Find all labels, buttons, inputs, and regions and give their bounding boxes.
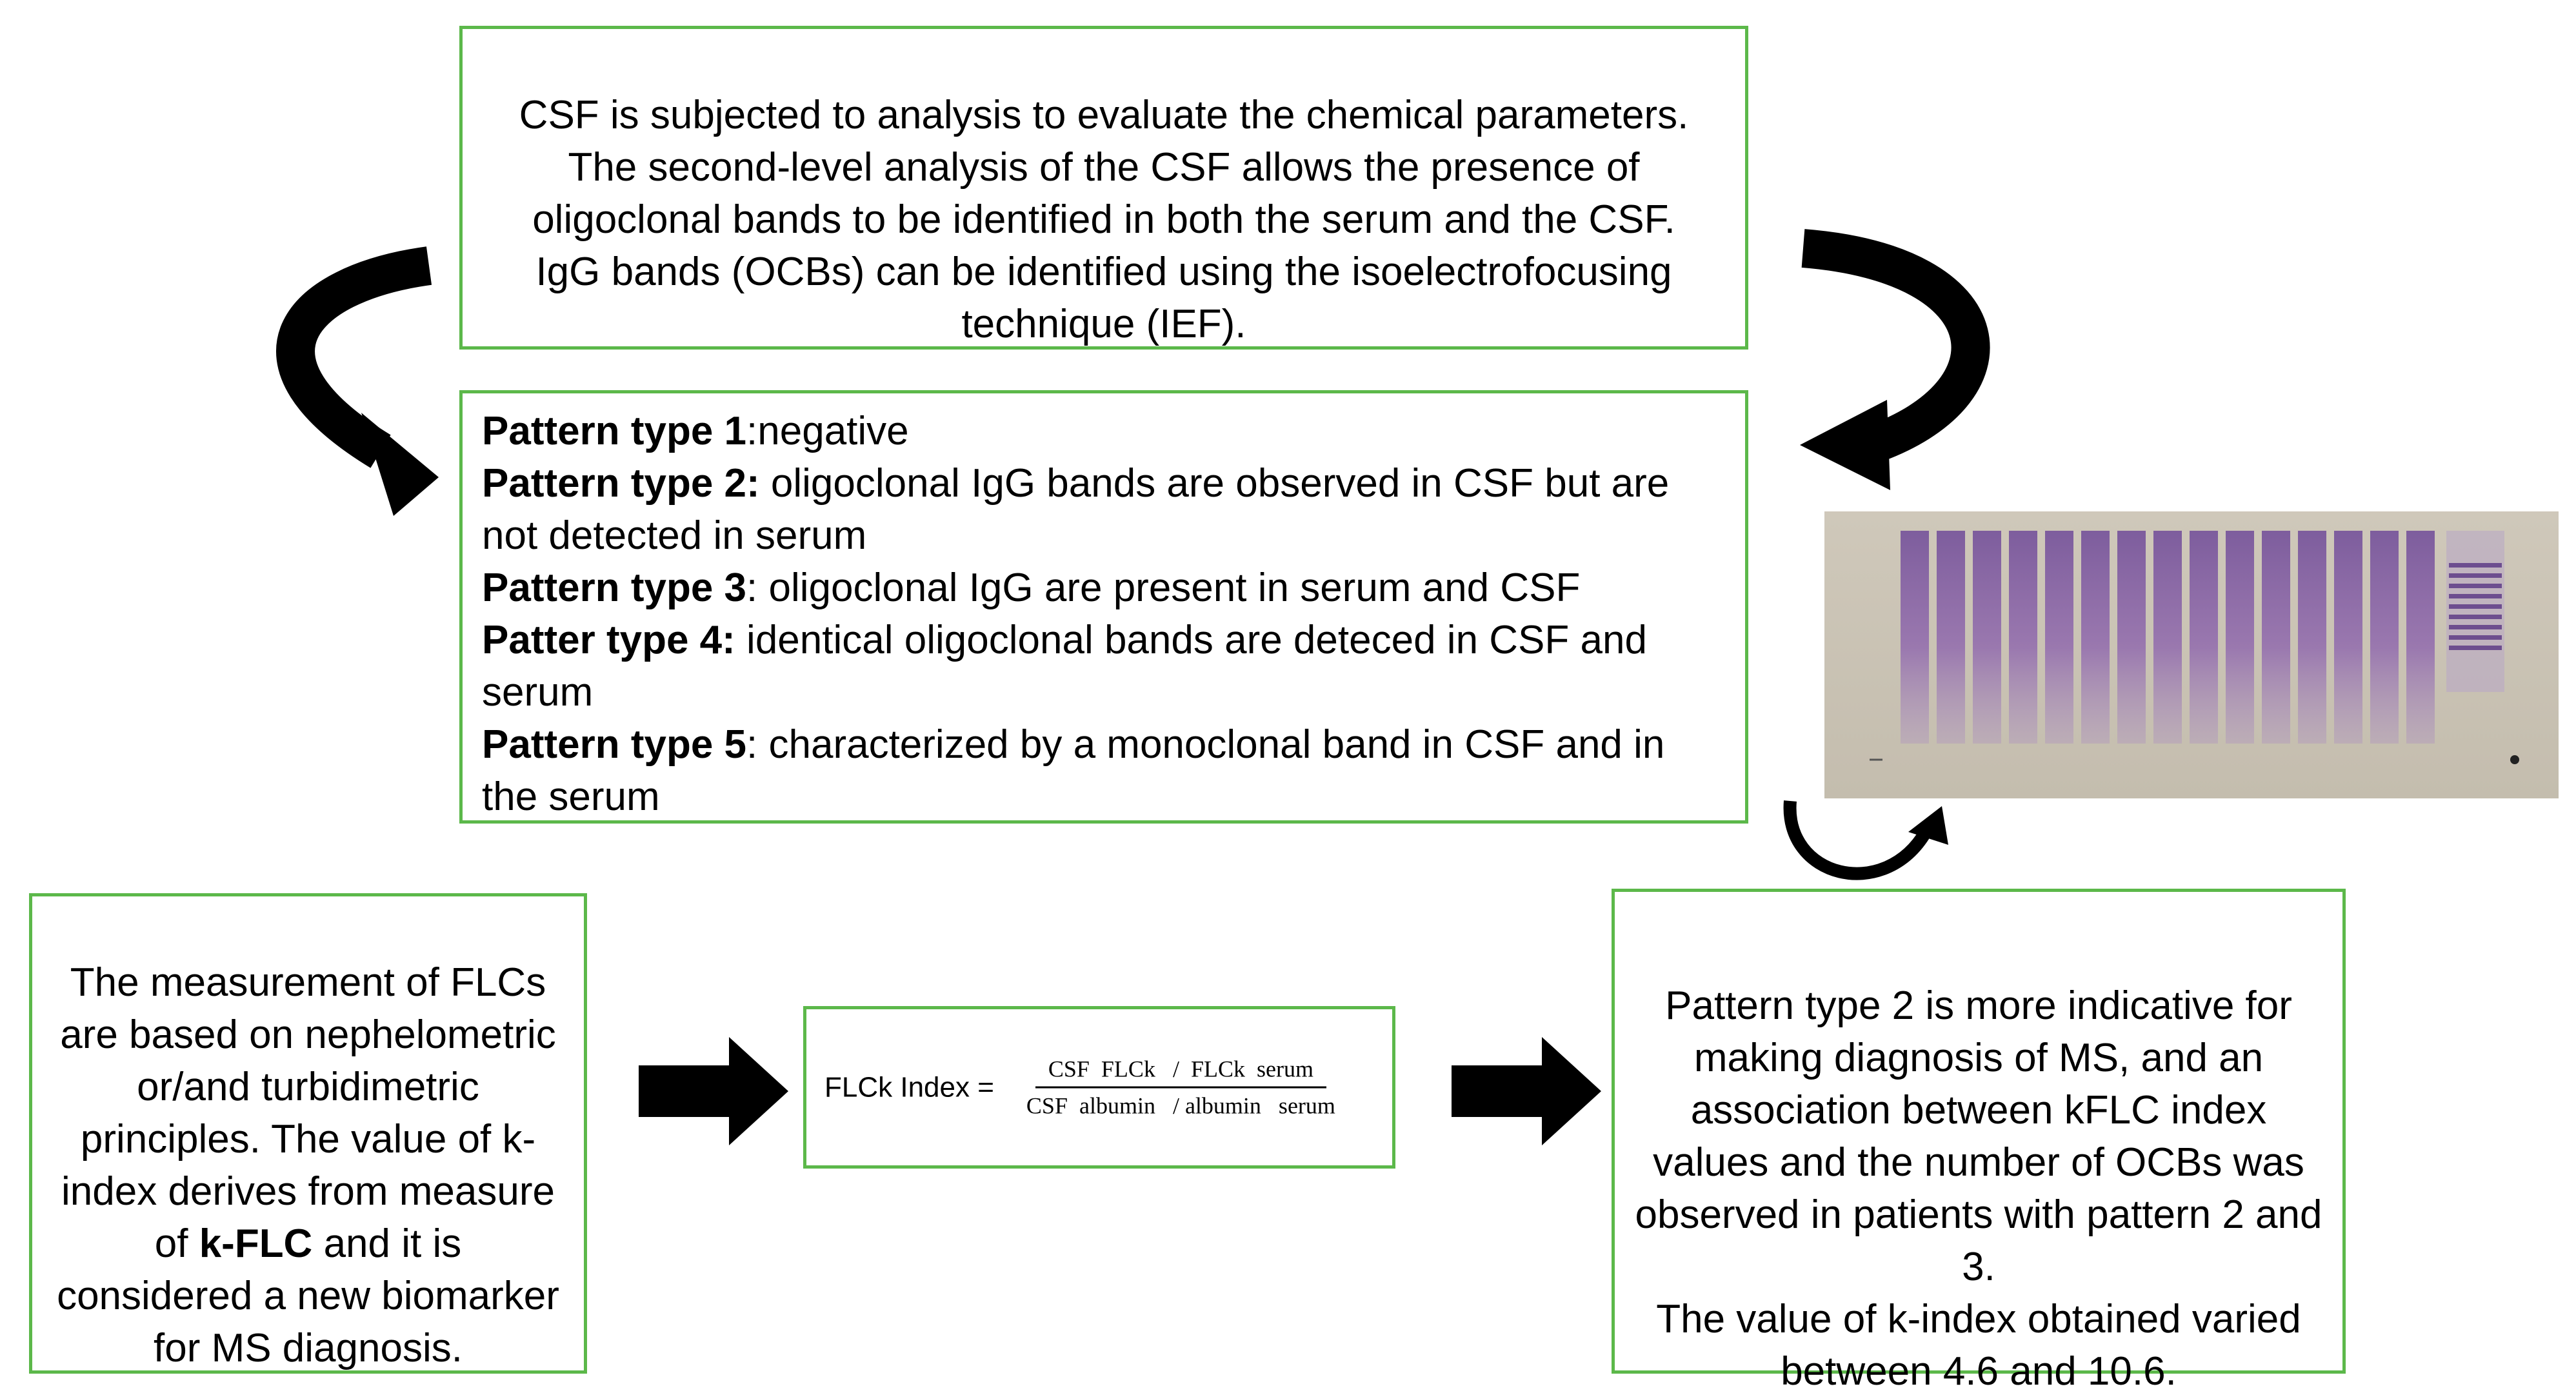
pattern-label: Pattern type 1 <box>482 409 747 453</box>
gel-bands <box>2449 563 2502 650</box>
formula-denominator: CSF albumin / albumin serum <box>1026 1092 1335 1119</box>
gel-band <box>2449 594 2502 598</box>
gel-band <box>2449 604 2502 609</box>
straight-arrow-1 <box>639 1037 788 1145</box>
pattern-type-2: Pattern type 2: oligoclonal IgG bands ar… <box>482 457 1726 562</box>
straight-arrow-2 <box>1452 1037 1601 1145</box>
gel-lane-reference <box>2446 531 2504 692</box>
gel-band <box>2449 625 2502 629</box>
pattern-label: Pattern type 5 <box>482 722 747 767</box>
gel-lane <box>2009 531 2037 744</box>
gel-band <box>2449 615 2502 619</box>
pattern-description: identical oligoclonal bands are deteced … <box>482 618 1647 715</box>
pattern-description: : oligoclonal IgG are present in serum a… <box>746 566 1581 610</box>
pattern-label: Patter type 4: <box>482 618 735 662</box>
flc-text-after: and it is considered a new biomarker for… <box>57 1221 559 1370</box>
gel-band <box>2449 646 2502 650</box>
kflc-bold: k-FLC <box>199 1221 313 1266</box>
pattern-type-3: Pattern type 3: oligoclonal IgG are pres… <box>482 562 1726 614</box>
gel-lane <box>1937 531 1965 744</box>
gel-lane <box>2153 531 2182 744</box>
pattern-type-4: Patter type 4: identical oligoclonal ban… <box>482 614 1726 718</box>
formula-lhs: FLCk Index = <box>824 1071 994 1103</box>
pattern-description: :negative <box>746 409 909 453</box>
curved-arrow-small <box>1783 800 1948 880</box>
gel-lane <box>2045 531 2073 744</box>
flck-index-formula-box: FLCk Index = CSF FLCk / FLCk serum CSF a… <box>803 1006 1395 1169</box>
gel-lane <box>1901 531 1929 744</box>
pattern-label: Pattern type 3 <box>482 566 747 610</box>
gel-lane <box>2370 531 2399 744</box>
gel-lane <box>2081 531 2110 744</box>
pattern-description: oligoclonal IgG bands are observed in CS… <box>482 461 1670 558</box>
ief-gel-image <box>1824 511 2559 798</box>
gel-lane <box>2406 531 2435 744</box>
gel-lanes <box>1901 531 2504 744</box>
curved-arrow-right <box>1800 229 1990 490</box>
gel-lane <box>2334 531 2362 744</box>
gel-lane <box>1973 531 2001 744</box>
pattern-type-5: Pattern type 5: characterized by a monoc… <box>482 718 1726 823</box>
gel-lane <box>2117 531 2146 744</box>
pattern-type-1: Pattern type 1:negative <box>482 405 1726 457</box>
formula-numerator: CSF FLCk / FLCk serum <box>1035 1056 1326 1089</box>
gel-marker-dot <box>2510 755 2519 764</box>
gel-band <box>2449 573 2502 578</box>
gel-lane <box>2262 531 2290 744</box>
gel-lane <box>2226 531 2254 744</box>
diagnosis-result-box: Pattern type 2 is more indicative for ma… <box>1612 889 2346 1393</box>
csf-analysis-box: CSF is subjected to analysis to evaluate… <box>459 26 1748 350</box>
gel-band <box>2449 635 2502 640</box>
flc-text-before: The measurement of FLCs are based on nep… <box>60 960 556 1266</box>
flck-index-formula: FLCk Index = CSF FLCk / FLCk serum CSF a… <box>824 1056 1348 1120</box>
pattern-label: Pattern type 2: <box>482 461 760 506</box>
pattern-types-box: Pattern type 1:negative Pattern type 2: … <box>459 390 1748 824</box>
curved-arrow-left <box>276 246 439 516</box>
gel-lane <box>2190 531 2218 744</box>
formula-fraction: CSF FLCk / FLCk serum CSF albumin / albu… <box>1013 1056 1348 1120</box>
csf-analysis-text: CSF is subjected to analysis to evaluate… <box>519 93 1689 346</box>
gel-band <box>2449 563 2502 568</box>
gel-band <box>2449 584 2502 588</box>
pattern-description: : characterized by a monoclonal band in … <box>482 722 1665 819</box>
gel-lane <box>2298 531 2326 744</box>
diagnosis-result-text: Pattern type 2 is more indicative for ma… <box>1635 983 2322 1393</box>
flc-measurement-box: The measurement of FLCs are based on nep… <box>29 893 587 1374</box>
